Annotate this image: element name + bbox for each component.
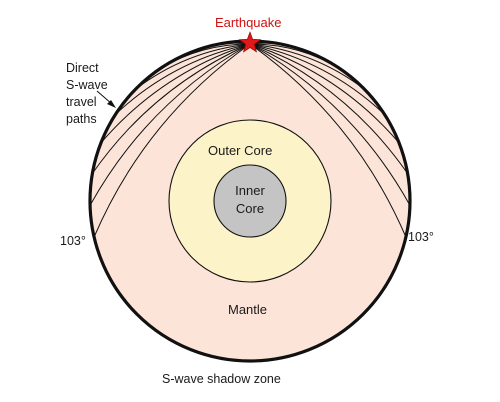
diagram-caption: S-wave shadow zone [162,372,281,386]
inner-core-label-line: Inner [235,183,265,198]
ray-path [93,43,251,238]
paths-pointer-arrow [96,90,116,108]
direct-label-line: paths [66,112,97,126]
star-icon [238,31,262,53]
mantle-label: Mantle [228,302,268,317]
ray-path [89,43,251,206]
angle-label-left: 103° [60,234,86,248]
ray-path [249,43,341,70]
ray-path [249,43,407,238]
angle-label-right: 103° [408,230,434,244]
direct-label-line: travel [66,95,97,109]
ray-path [115,43,251,115]
inner-core-circle [213,164,287,238]
ray-path [249,42,313,55]
ray-path [249,43,385,115]
s-wave-ray-paths [89,41,411,238]
direct-label-line: Direct [66,61,99,75]
direct-label-line: S-wave [66,78,108,92]
ray-path [134,43,251,90]
ray-path [187,42,251,55]
inner-core-label-line: Core [235,201,265,216]
direct-s-wave-label: Direct S-wave travel paths [66,60,108,128]
inner-core-label: Inner Core [228,182,272,218]
ray-path [249,43,409,174]
ray-path [249,43,366,90]
ray-path [159,43,251,70]
ray-path [249,43,400,144]
earthquake-label: Earthquake [215,15,282,30]
ray-path [91,43,251,174]
ray-path [249,43,411,206]
outer-core-label: Outer Core [208,143,273,158]
ray-path [100,43,251,144]
